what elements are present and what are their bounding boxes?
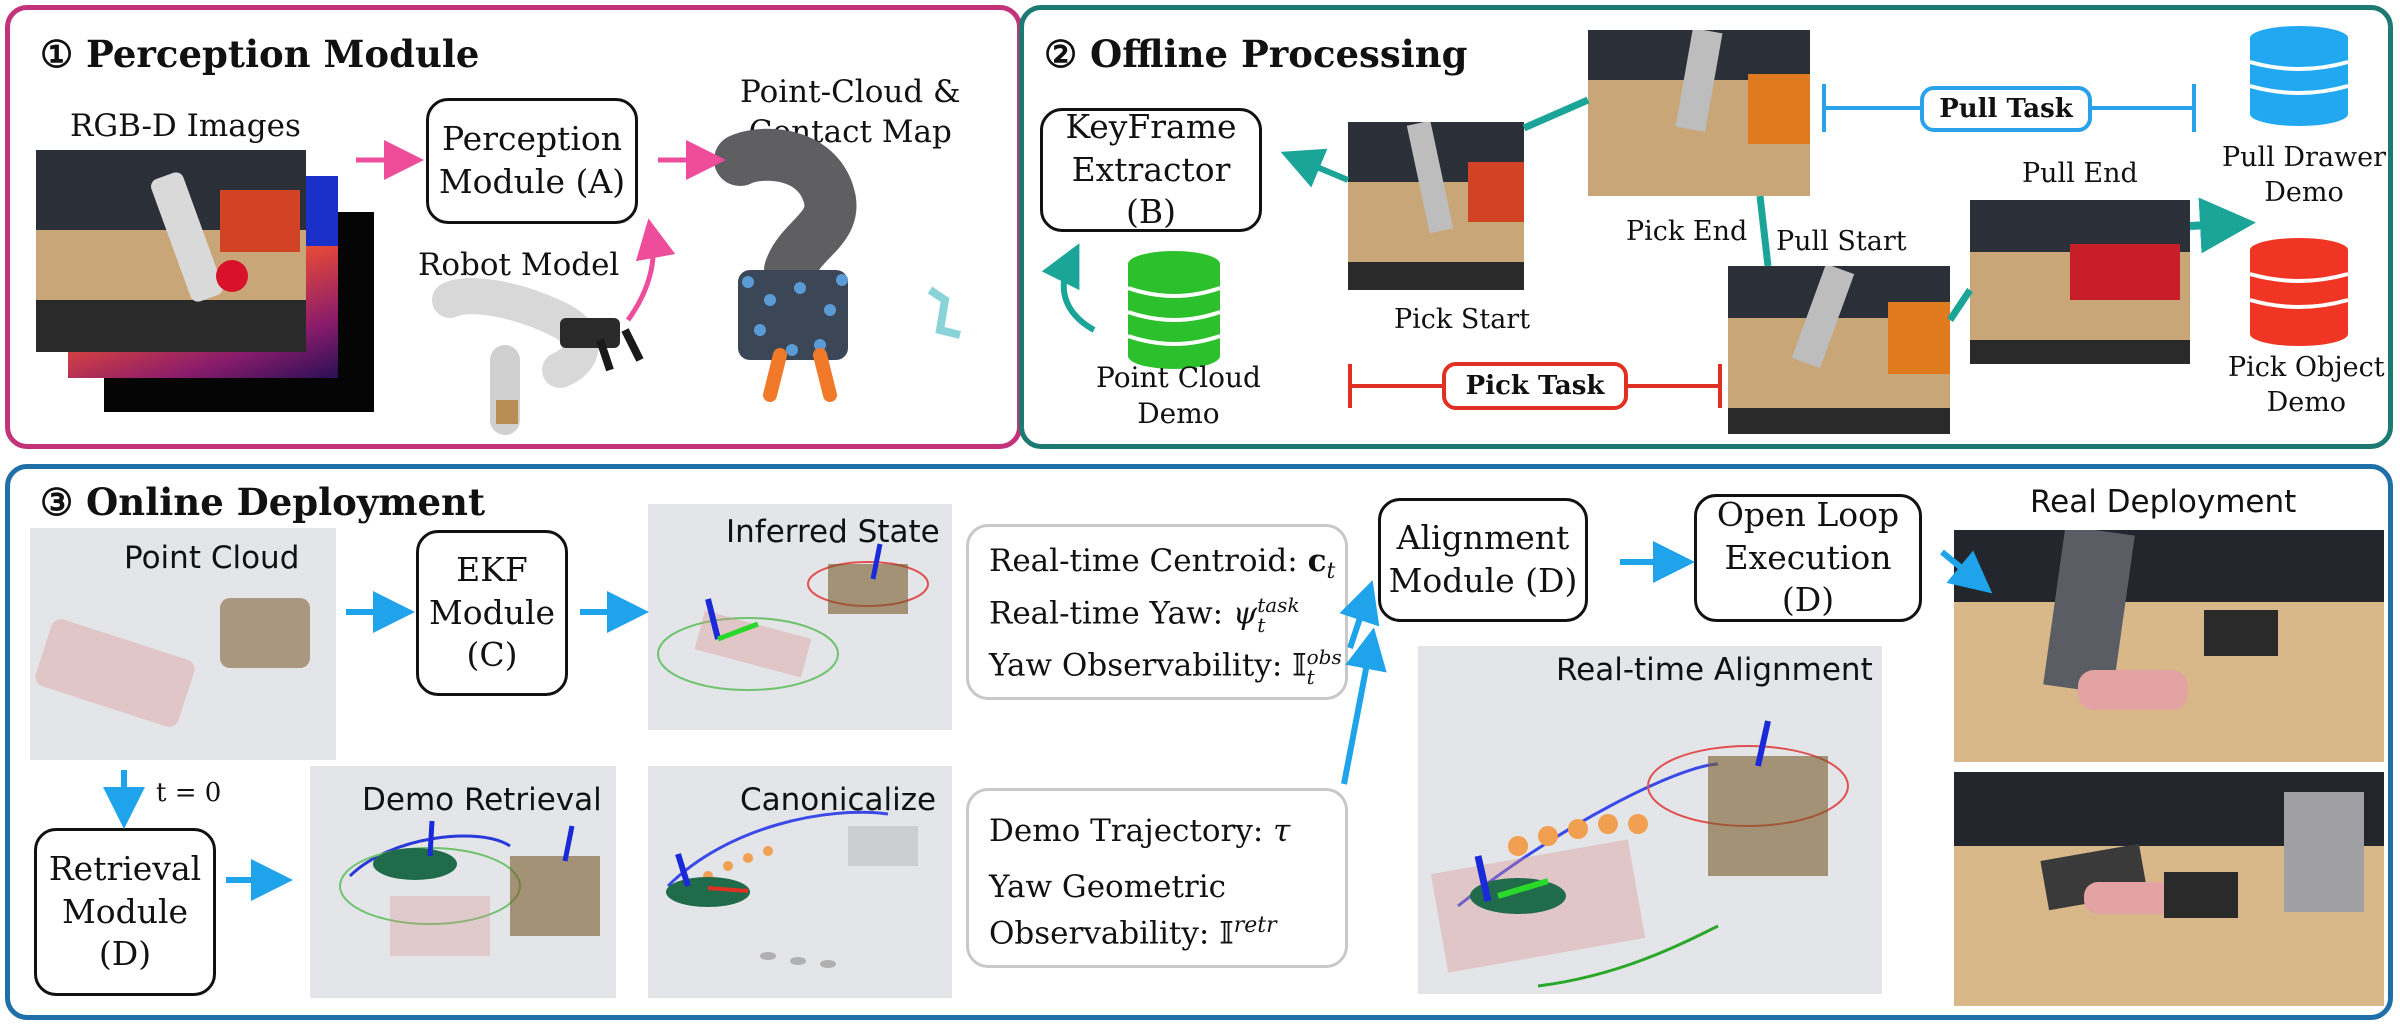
alignment-module-box: Alignment Module (D) (1378, 498, 1588, 622)
yaw-geometric-line1: Yaw Geometric (989, 869, 1226, 905)
inferred-state-label: Inferred State (726, 514, 940, 550)
yaw-geometric-symbol: 𝕀 (1219, 915, 1234, 952)
rgb-image (36, 150, 306, 352)
realtime-alignment-image (1418, 646, 1882, 994)
yaw-geometric-text: Observability: (989, 915, 1220, 952)
yaw-geometric-superscript: retr (1233, 913, 1277, 938)
perception-title: ① Perception Module (40, 32, 480, 76)
perception-module-box: Perception Module (A) (426, 98, 638, 224)
offline-title: ② Offline Processing (1044, 32, 1468, 76)
pick-start-label: Pick Start (1394, 304, 1531, 335)
realtime-yaw-symbol: ψ (1232, 595, 1258, 632)
yaw-observability-superscript: obs (1306, 645, 1342, 669)
open-loop-execution-box: Open Loop Execution (D) (1694, 494, 1922, 622)
demo-trajectory-line: Demo Trajectory: τ (989, 813, 1290, 849)
yaw-geometric-line2: Observability: 𝕀retr (989, 913, 1277, 951)
pull-drawer-demo-database-icon (2249, 26, 2349, 126)
online-panel (5, 464, 2393, 1020)
point-cloud-demo-label: Point Cloud Demo (1096, 361, 1261, 431)
pick-task-label: Pick Task (1442, 362, 1628, 410)
point-cloud-image (30, 528, 336, 760)
pull-start-label: Pull Start (1776, 226, 1907, 257)
realtime-centroid-line: Real-time Centroid: ct (989, 543, 1335, 584)
demo-trajectory-symbol: τ (1273, 813, 1291, 849)
pick-start-photo (1348, 122, 1524, 290)
realtime-yaw-superscript: task (1257, 593, 1300, 617)
real-deployment-photo-top (1954, 530, 2384, 762)
offline-panel (1019, 5, 2393, 449)
demo-trajectory-text: Demo Trajectory: (989, 813, 1274, 849)
canonicalize-image (648, 766, 952, 998)
online-title: ③ Online Deployment (40, 480, 486, 524)
pull-start-photo (1728, 266, 1950, 434)
demo-trajectory-box: Demo Trajectory: τ Yaw Geometric Observa… (966, 788, 1348, 968)
real-deployment-photo-bottom (1954, 772, 2384, 1006)
t-zero-label: t = 0 (156, 778, 222, 808)
canonicalize-label: Canonicalize (740, 782, 937, 818)
yaw-observability-symbol: 𝕀 (1292, 647, 1307, 684)
yaw-observability-subscript: t (1306, 665, 1315, 689)
point-cloud-label: Point Cloud (124, 540, 300, 576)
ekf-module-box: EKF Module (C) (416, 530, 568, 696)
pull-drawer-demo-label: Pull Drawer Demo (2222, 142, 2387, 209)
rgbd-images-label: RGB-D Images (70, 108, 301, 144)
pull-end-label: Pull End (2022, 158, 2138, 189)
realtime-centroid-text: Real-time Centroid: (989, 543, 1308, 579)
realtime-centroid-subscript: t (1326, 559, 1336, 585)
pick-object-demo-label: Pick Object Demo (2228, 352, 2385, 419)
robot-model-label: Robot Model (418, 247, 620, 283)
demo-retrieval-label: Demo Retrieval (362, 782, 602, 818)
pull-end-photo (1970, 200, 2190, 364)
realtime-alignment-label: Real-time Alignment (1556, 652, 1873, 688)
pick-end-label: Pick End (1626, 216, 1748, 247)
pick-end-photo (1588, 30, 1810, 196)
realtime-yaw-text: Real-time Yaw: (989, 595, 1233, 632)
real-deployment-label: Real Deployment (2030, 484, 2297, 520)
inferred-state-image (648, 504, 952, 730)
demo-retrieval-image (310, 766, 616, 998)
yaw-observability-text: Yaw Observability: (989, 647, 1293, 684)
keyframe-extractor-box: KeyFrame Extractor (B) (1040, 107, 1262, 232)
pick-object-demo-database-icon (2249, 238, 2349, 346)
pull-task-label: Pull Task (1920, 86, 2092, 132)
retrieval-module-box: Retrieval Module (D) (34, 828, 216, 996)
realtime-yaw-subscript: t (1257, 613, 1266, 637)
realtime-centroid-symbol: c (1307, 543, 1327, 579)
